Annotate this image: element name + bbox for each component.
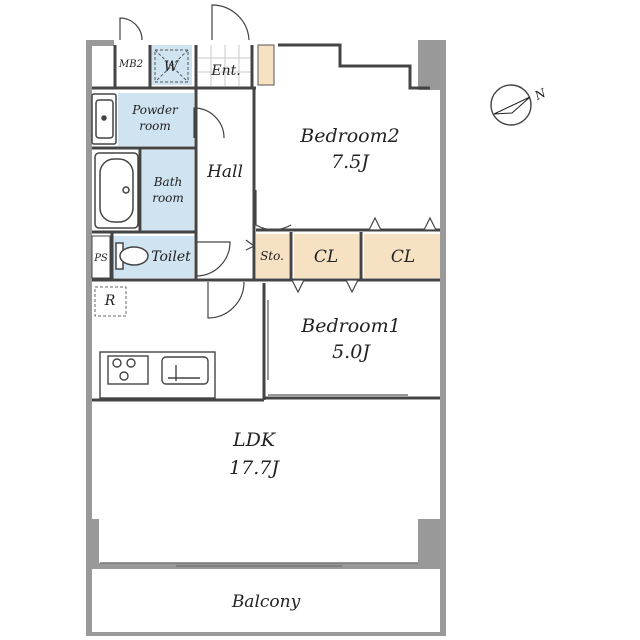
storage-label: Sto. bbox=[260, 249, 284, 263]
closet-doors bbox=[291, 216, 437, 294]
bedroom2-size: 7.5J bbox=[331, 151, 370, 173]
storage-fill bbox=[256, 234, 289, 278]
refrigerator-symbol bbox=[94, 286, 127, 317]
kitchen-sink-icon bbox=[161, 356, 209, 385]
powder-room-label-line1: Powder bbox=[131, 103, 179, 117]
meter-box-label: MB2 bbox=[118, 59, 143, 70]
bedroom1-size: 5.0J bbox=[332, 341, 371, 363]
bath-room-fill bbox=[142, 150, 194, 231]
toilet-label: Toilet bbox=[151, 249, 191, 265]
ldk-name: LDK bbox=[232, 429, 277, 451]
bath-room-label-line2: room bbox=[152, 191, 184, 205]
entrance-tiles bbox=[198, 45, 252, 86]
hall-label: Hall bbox=[206, 162, 243, 182]
closet-1-fill bbox=[294, 234, 359, 278]
toilet-icon bbox=[115, 242, 149, 270]
north-arrow-icon bbox=[490, 84, 532, 126]
closet-2-fill bbox=[364, 234, 441, 278]
closet-2-label: CL bbox=[391, 247, 415, 267]
washer-symbol bbox=[154, 49, 189, 83]
pipe-space-label: PS bbox=[93, 253, 108, 264]
gas-stove-icon bbox=[99, 351, 216, 399]
entrance-label: Ent. bbox=[210, 63, 240, 79]
washbasin-icon bbox=[91, 93, 117, 145]
refrigerator-label: R bbox=[104, 293, 116, 309]
pipe-space bbox=[91, 235, 111, 279]
powder-room-fill bbox=[118, 93, 194, 146]
bathtub-icon bbox=[94, 152, 139, 229]
bedroom1-name: Bedroom1 bbox=[300, 315, 400, 337]
ldk-size: 17.7J bbox=[229, 457, 280, 479]
openings bbox=[100, 300, 418, 567]
room-labels: Bedroom2 7.5J Bedroom1 5.0J LDK 17.7J Ha… bbox=[93, 59, 548, 612]
powder-room-label-line2: room bbox=[139, 119, 171, 133]
entrance-cabinet-fill bbox=[257, 44, 275, 86]
door-swings bbox=[119, 4, 292, 319]
balcony-label: Balcony bbox=[231, 592, 301, 612]
room-fills bbox=[113, 44, 441, 278]
north-label: N bbox=[532, 86, 549, 104]
closet-1-label: CL bbox=[314, 247, 338, 267]
bath-room-label-line1: Bath bbox=[153, 175, 183, 189]
bedroom2-name: Bedroom2 bbox=[299, 125, 399, 147]
washer-label: W bbox=[164, 59, 180, 75]
